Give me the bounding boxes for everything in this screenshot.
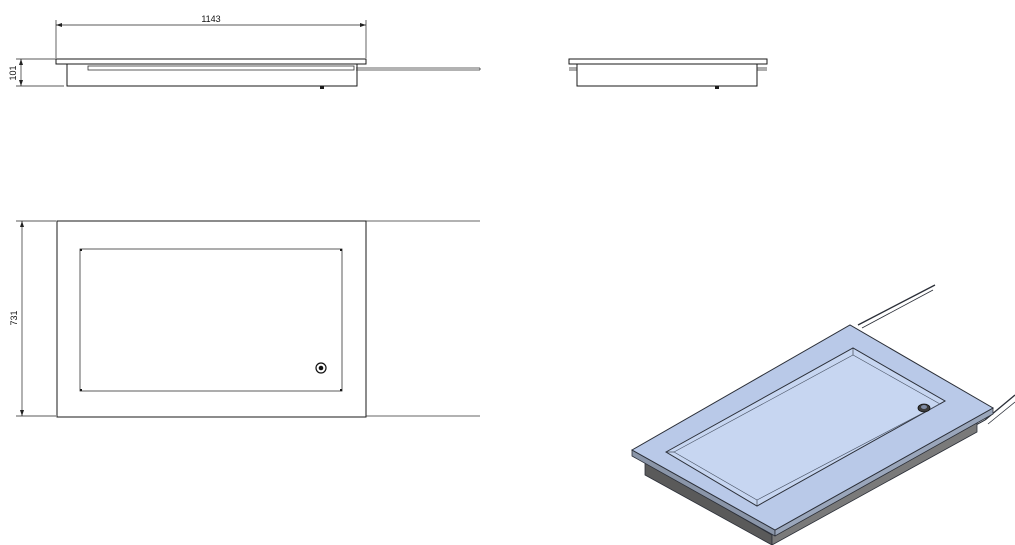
front-view: 1143 101	[8, 14, 481, 89]
isometric-view	[630, 284, 1015, 545]
side-view	[568, 58, 768, 89]
height-dimension-label: 101	[8, 65, 18, 80]
depth-dimension-label: 731	[9, 310, 19, 325]
iso-drain-icon	[917, 403, 931, 413]
top-view: 731	[9, 220, 480, 418]
drain-icon	[315, 362, 327, 374]
width-dimension-label: 1143	[201, 14, 220, 24]
